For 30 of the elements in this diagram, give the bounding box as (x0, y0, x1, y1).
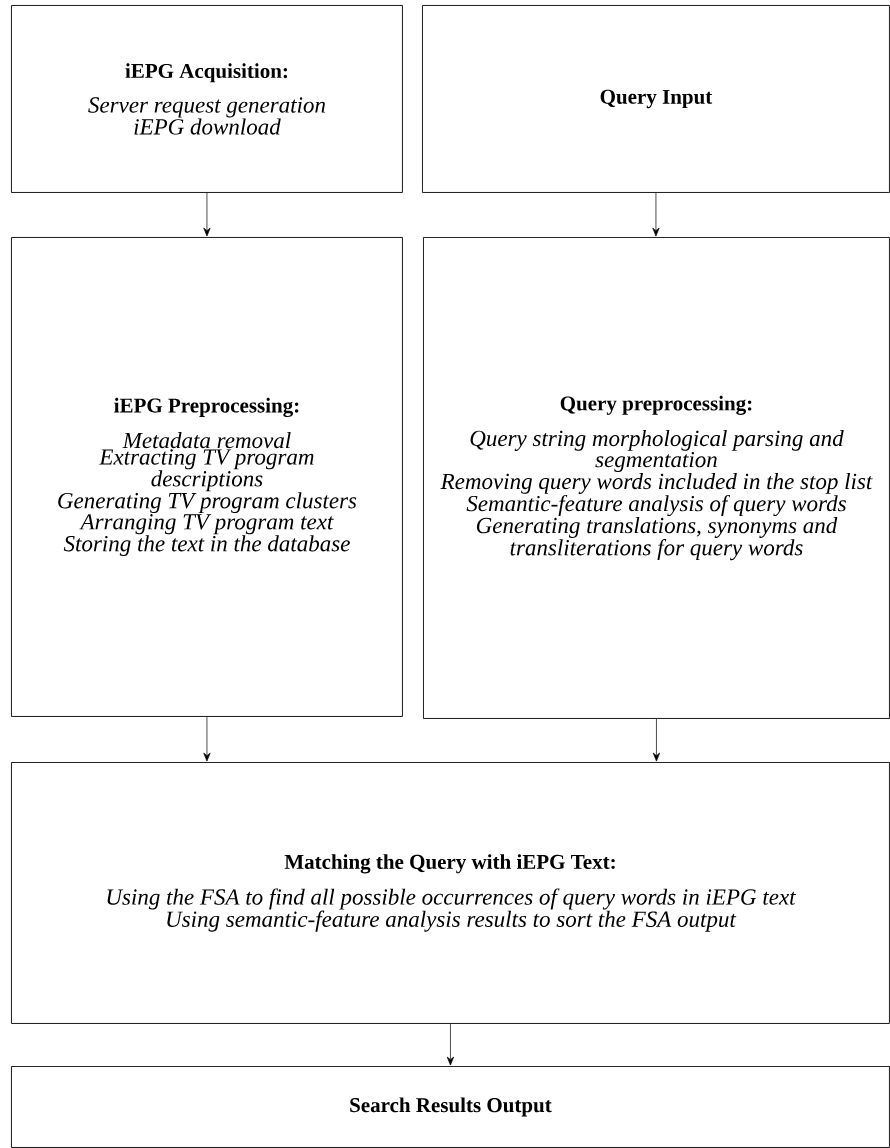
heading: Query Input (600, 89, 713, 109)
step-text: Server request generation (88, 97, 325, 118)
process-box (11, 762, 890, 1024)
step-text: Removing query words included in the stop list (440, 473, 873, 494)
heading: Search Results Output (350, 1097, 552, 1117)
step-text: Semantic-feature analysis of query words (466, 494, 846, 517)
step-text: Storing the text in the database (63, 535, 350, 557)
arrow (203, 716, 211, 762)
step-text: Using semantic-feature analysis results to sort the FSA output (167, 910, 737, 932)
process-box (423, 237, 890, 719)
process-box (11, 5, 403, 193)
step-text: Metadata removal (122, 432, 291, 449)
step-text: Generating translations, synonyms and transliterations for query words (476, 517, 838, 561)
arrow (203, 192, 211, 237)
heading: Query preprocessing: (560, 395, 752, 415)
step-text: Query string morphological parsing and segmentation (470, 429, 844, 472)
step-text: Extracting TV program descriptions (99, 449, 314, 492)
process-box (11, 1066, 890, 1148)
step-text: Using the FSA to find all possible occurrences of query words in iEPG text (107, 888, 796, 910)
heading: Matching the Query with iEPG Text: (284, 854, 615, 874)
arrow (446, 1023, 454, 1066)
step-text: Generating TV program clusters (58, 492, 357, 514)
process-box (11, 237, 403, 717)
process-box (422, 5, 890, 193)
step-text: iEPG download (134, 118, 281, 135)
arrow (652, 718, 660, 762)
heading: iEPG Acquisition: (125, 63, 288, 83)
step-text: Arranging TV program text (79, 514, 334, 535)
heading: iEPG Preprocessing: (114, 397, 299, 418)
arrow (652, 192, 660, 237)
